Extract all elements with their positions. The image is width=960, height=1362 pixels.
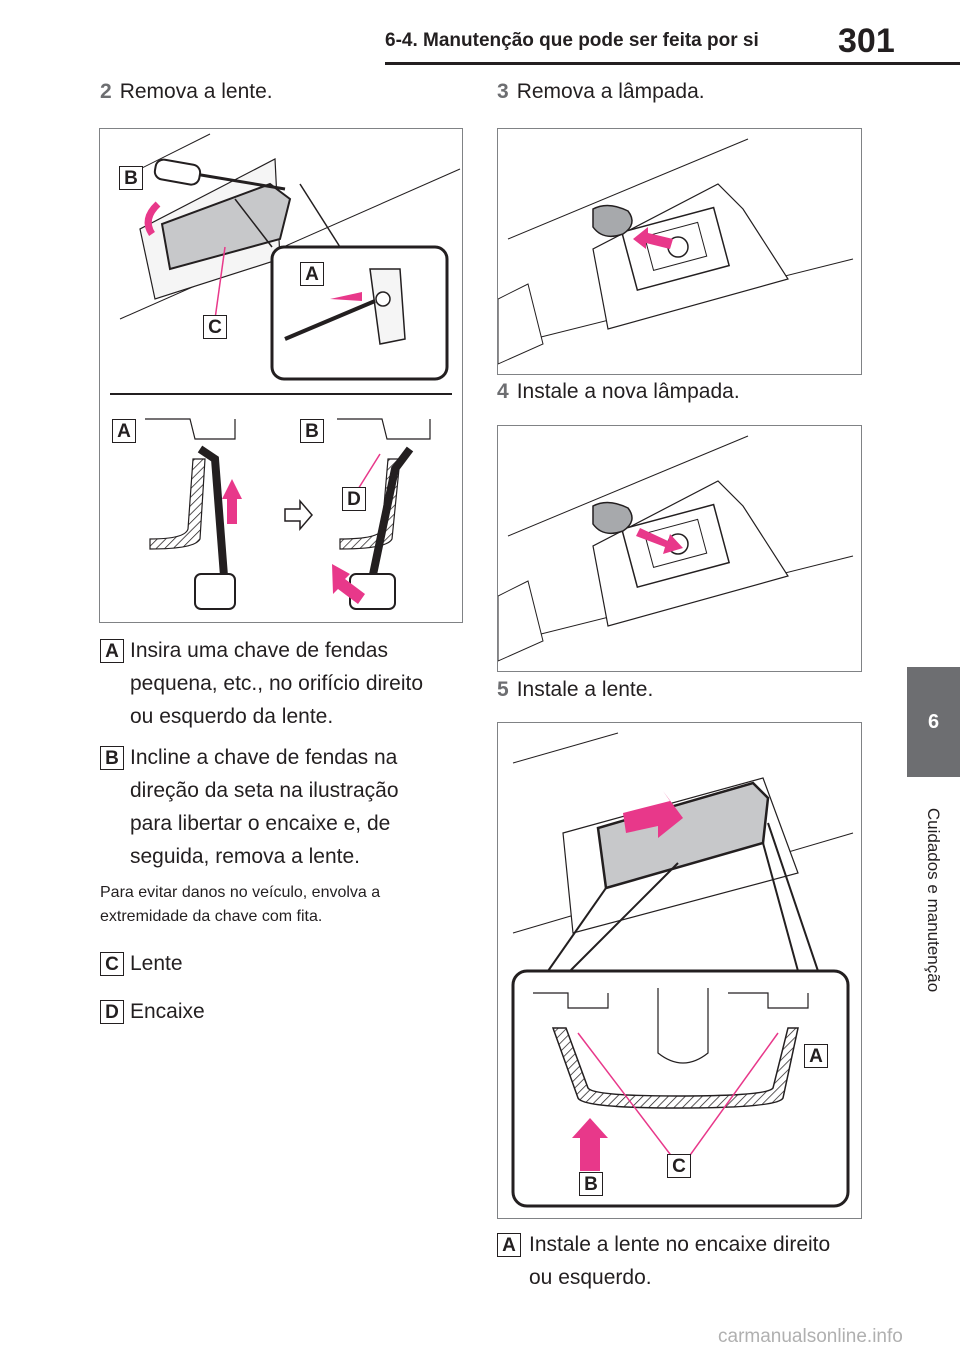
label-d: D (342, 487, 366, 511)
legend-c-text: Lente (130, 952, 183, 975)
label-a: A (300, 262, 324, 286)
instruction-b: Incline a chave de fendas na direção da … (130, 746, 399, 868)
step-text: Instale a lente. (516, 678, 654, 701)
step-5: 5 Instale a lente. (497, 678, 653, 702)
tag-d: D (100, 1000, 124, 1024)
label-b: B (119, 166, 143, 190)
instruction-a: Insira uma chave de fendas pequena, etc.… (130, 639, 424, 728)
bulb-removal-illustration (497, 128, 862, 375)
label-c: C (667, 1154, 691, 1178)
step-3: 3 Remova a lâmpada. (497, 80, 705, 104)
watermark: carmanualsonline.info (718, 1326, 903, 1347)
label-a: A (804, 1044, 828, 1068)
header-rule (385, 62, 960, 65)
instruction-install-a: Instale a lente no encaixe direito ou es… (529, 1233, 831, 1289)
tag-a: A (100, 639, 124, 663)
label-a: A (112, 419, 136, 443)
label-c: C (203, 315, 227, 339)
bulb-install-illustration (497, 425, 862, 672)
step-2: 2 Remova a lente. (100, 80, 273, 104)
label-b: B (579, 1172, 603, 1196)
label-b: B (300, 419, 324, 443)
step-number: 4 (497, 380, 509, 403)
step-number: 2 (100, 80, 112, 103)
tag-c: C (100, 952, 124, 976)
step-text: Remova a lâmpada. (516, 80, 705, 103)
lens-removal-illustration: B C A A B D (99, 128, 463, 623)
lens-install-illustration: A B C (497, 722, 862, 1219)
chapter-number: 6 (927, 710, 940, 733)
note: Para evitar danos no veículo, envolva a … (100, 884, 381, 925)
legend-d-text: Encaixe (130, 1000, 205, 1023)
tag-b: B (100, 746, 124, 770)
page-number: 301 (838, 22, 895, 60)
chapter-title: Cuidados e manutenção (924, 807, 943, 993)
chapter-tab[interactable]: 6 (907, 667, 960, 777)
step-text: Remova a lente. (119, 80, 273, 103)
step-number: 3 (497, 80, 509, 103)
step-number: 5 (497, 678, 509, 701)
step-4: 4 Instale a nova lâmpada. (497, 380, 740, 404)
section-title: 6-4. Manutenção que pode ser feita por s… (385, 30, 759, 51)
step-text: Instale a nova lâmpada. (516, 380, 740, 403)
tag-a: A (497, 1233, 521, 1257)
